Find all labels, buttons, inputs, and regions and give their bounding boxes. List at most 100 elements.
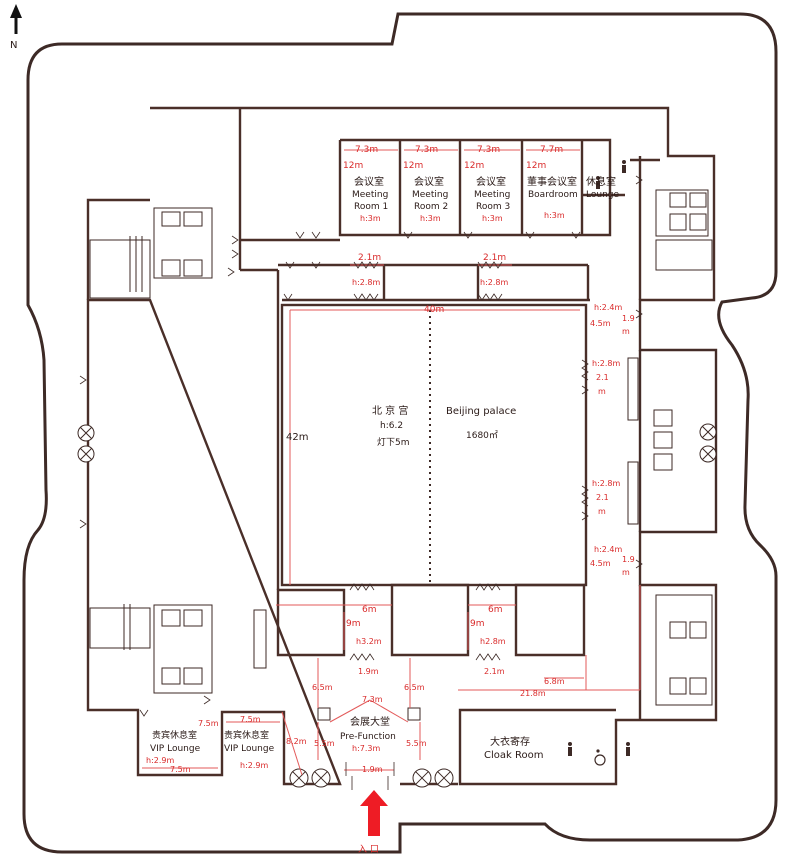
- meeting1-en1: Meeting: [352, 190, 388, 200]
- meeting2-cn: 会议室: [414, 175, 444, 188]
- east-door2-height: h:2.8m: [592, 479, 620, 488]
- meeting3-cn: 会议室: [476, 175, 506, 188]
- boardroom-width: 7.7m: [540, 145, 563, 155]
- entrance-arrow-icon: [360, 790, 388, 836]
- foyer-left-door: 1.9m: [358, 667, 379, 676]
- ballroom-walls: [280, 303, 588, 587]
- north-corridor-walls: [278, 263, 590, 302]
- restroom-icon: [568, 160, 630, 756]
- boardroom-cn: 董事会议室: [527, 175, 577, 188]
- vip1-en: VIP Lounge: [150, 744, 201, 754]
- west-core-top: [89, 207, 213, 299]
- pf-door: 1.9m: [362, 765, 383, 774]
- meeting2-depth: 12m: [403, 161, 423, 171]
- meeting2-height: h:3m: [420, 214, 441, 223]
- cloak-dim-2: 21.8m: [520, 689, 546, 698]
- door-swings: [79, 175, 643, 790]
- east-top-unit: m: [622, 327, 630, 336]
- pf-left-up: 6.5m: [312, 683, 333, 692]
- north-label: N: [10, 40, 17, 51]
- dimension-lines: [142, 149, 641, 776]
- boardroom-en: Boardroom: [528, 190, 578, 200]
- east-bottom-height: h:2.4m: [594, 545, 622, 554]
- pf-en: Pre-Function: [340, 732, 396, 742]
- east-door2-unit: m: [598, 507, 606, 516]
- corr-top-right-width: 2.1m: [483, 253, 506, 263]
- east-bottom-unit: m: [622, 568, 630, 577]
- foyer-left-depth: 9m: [346, 619, 361, 629]
- meeting1-cn: 会议室: [354, 175, 384, 188]
- pf-left-down: 5.5m: [314, 739, 335, 748]
- boardroom-height: h:3m: [544, 211, 565, 220]
- east-door2-width: 2.1: [596, 493, 609, 502]
- ballroom-height: h:6.2: [380, 421, 403, 431]
- ballroom-cn: 北 京 宫: [372, 404, 408, 417]
- pf-height: h:7.3m: [352, 744, 380, 753]
- lounge-cn: 休息室: [586, 175, 616, 188]
- ballroom-height-lights: 灯下5m: [377, 437, 410, 448]
- meeting1-width: 7.3m: [355, 145, 378, 155]
- east-door1-height: h:2.8m: [592, 359, 620, 368]
- foyer-left-width: 6m: [362, 605, 377, 615]
- boardroom-depth: 12m: [526, 161, 546, 171]
- cloak-en: Cloak Room: [484, 750, 543, 761]
- foyer-right-depth: 9m: [470, 619, 485, 629]
- east-core-top: [655, 189, 713, 271]
- foyer-left-height: h3.2m: [356, 637, 382, 646]
- vip2-cn: 贵宾休息室: [224, 729, 269, 741]
- east-top-height: h:2.4m: [594, 303, 622, 312]
- vip2-en: VIP Lounge: [224, 744, 275, 754]
- pillar: [317, 707, 331, 721]
- pf-right-up: 6.5m: [404, 683, 425, 692]
- east-bottom-width: 1.9: [622, 555, 635, 564]
- vip1-width: 7.5m: [170, 765, 191, 774]
- east-core: [639, 349, 717, 533]
- vip1-height: h:2.9m: [146, 756, 174, 765]
- meeting2-en2: Room 2: [414, 202, 448, 212]
- foyer-right-width: 6m: [488, 605, 503, 615]
- column-markers: [77, 423, 717, 788]
- meeting1-en2: Room 1: [354, 202, 388, 212]
- meeting1-height: h:3m: [360, 214, 381, 223]
- vip2-width: 7.5m: [240, 715, 261, 724]
- north-arrow-icon: [10, 4, 22, 34]
- vip1-cn: 贵宾休息室: [152, 729, 197, 741]
- lounge-en: Lounge: [586, 190, 619, 200]
- vip1-depth: 7.5m: [198, 719, 219, 728]
- entrance-label: 入 口: [358, 844, 379, 855]
- east-door1-unit: m: [598, 387, 606, 396]
- pf-width: 7.3m: [362, 695, 383, 704]
- cloak-cn: 大衣寄存: [490, 735, 530, 748]
- east-door1-width: 2.1: [596, 373, 609, 382]
- foyer-walls: [276, 583, 586, 657]
- corr-top-left-width: 2.1m: [358, 253, 381, 263]
- vip2-height: h:2.9m: [240, 761, 268, 770]
- foyer-right-door: 2.1m: [484, 667, 505, 676]
- meeting3-en2: Room 3: [476, 202, 510, 212]
- pf-right-down: 5.5m: [406, 739, 427, 748]
- corr-top-left-height: h:2.8m: [352, 278, 380, 287]
- ballroom-area: 1680㎡: [466, 430, 498, 441]
- meeting3-height: h:3m: [482, 214, 503, 223]
- meeting3-depth: 12m: [464, 161, 484, 171]
- meeting1-depth: 12m: [343, 161, 363, 171]
- pf-cn: 会展大堂: [350, 715, 390, 728]
- east-core-bottom: [655, 594, 713, 706]
- accessible-restroom-icon: [594, 749, 606, 766]
- ballroom-width: 40m: [424, 305, 444, 315]
- meeting2-width: 7.3m: [415, 145, 438, 155]
- cloak-dim-1: 6.8m: [544, 677, 565, 686]
- east-bottom-gap: 4.5m: [590, 559, 611, 568]
- vip2-depth: 8.2m: [286, 737, 307, 746]
- east-top-gap: 4.5m: [590, 319, 611, 328]
- north-block-walls: [86, 108, 625, 590]
- pillar: [407, 707, 421, 721]
- foyer-right-height: h2.8m: [480, 637, 506, 646]
- meeting3-en1: Meeting: [474, 190, 510, 200]
- ballroom-en: Beijing palace: [446, 406, 516, 417]
- ballroom-depth: 42m: [286, 432, 308, 443]
- corr-top-right-height: h:2.8m: [480, 278, 508, 287]
- meeting2-en1: Meeting: [412, 190, 448, 200]
- meeting3-width: 7.3m: [477, 145, 500, 155]
